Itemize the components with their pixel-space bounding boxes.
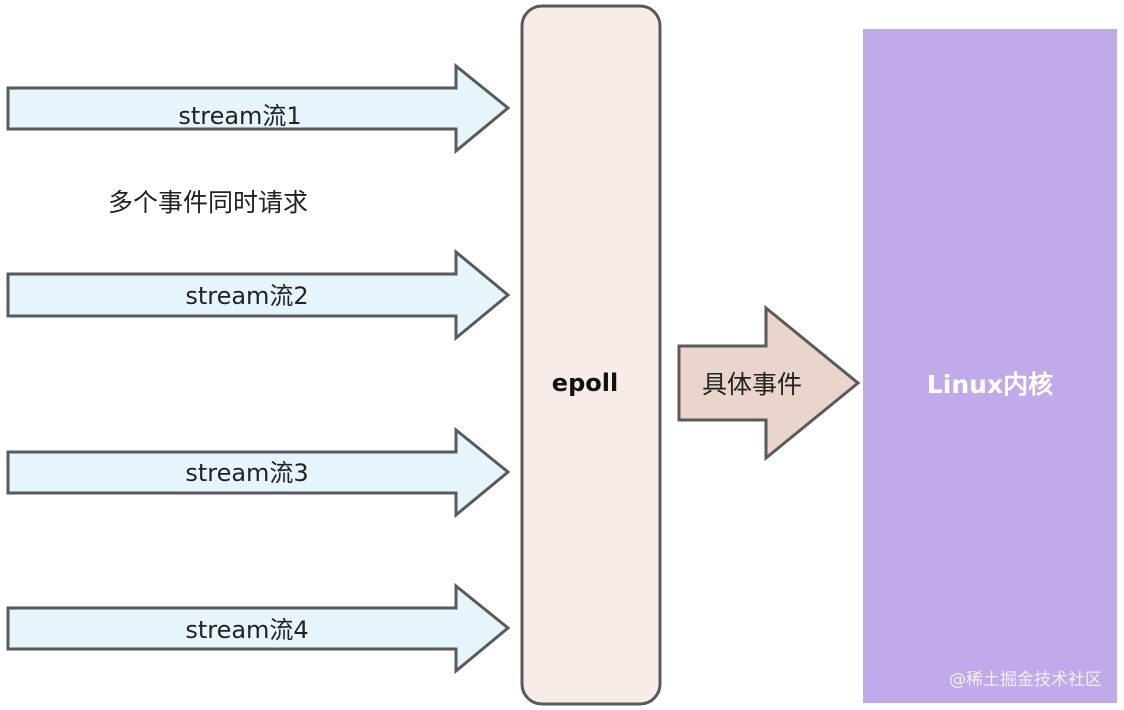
epoll-box: epoll [520, 4, 662, 706]
concurrent-requests-note: 多个事件同时请求 [108, 188, 308, 217]
stream-arrow-4-label: stream流4 [185, 616, 308, 644]
stream-arrow-3-label: stream流3 [185, 459, 308, 487]
stream-arrow-3: stream流3 [6, 426, 511, 519]
event-arrow-label: 具体事件 [702, 370, 802, 399]
kernel-label: Linux内核 [927, 370, 1053, 399]
epoll-label: epoll [552, 369, 618, 397]
stream-arrow-2: stream流2 [6, 248, 511, 342]
stream-arrow-1-label: stream流1 [178, 102, 301, 130]
event-arrow-shape [677, 304, 861, 462]
kernel-box: Linux内核 [863, 29, 1117, 703]
stream-arrow-3-shape [6, 426, 511, 519]
stream-arrow-2-shape [6, 248, 511, 342]
stream-arrow-2-label: stream流2 [185, 282, 308, 310]
stream-arrow-4-shape [6, 582, 511, 675]
stream-arrow-4: stream流4 [6, 582, 511, 675]
stream-arrow-1: stream流1 [6, 62, 511, 155]
event-arrow: 具体事件 [677, 304, 861, 462]
epoll-box-shape [520, 4, 662, 706]
kernel-box-shape [863, 29, 1117, 703]
stream-arrow-1-shape [6, 62, 511, 155]
watermark-text: @稀土掘金技术社区 [949, 670, 1102, 690]
